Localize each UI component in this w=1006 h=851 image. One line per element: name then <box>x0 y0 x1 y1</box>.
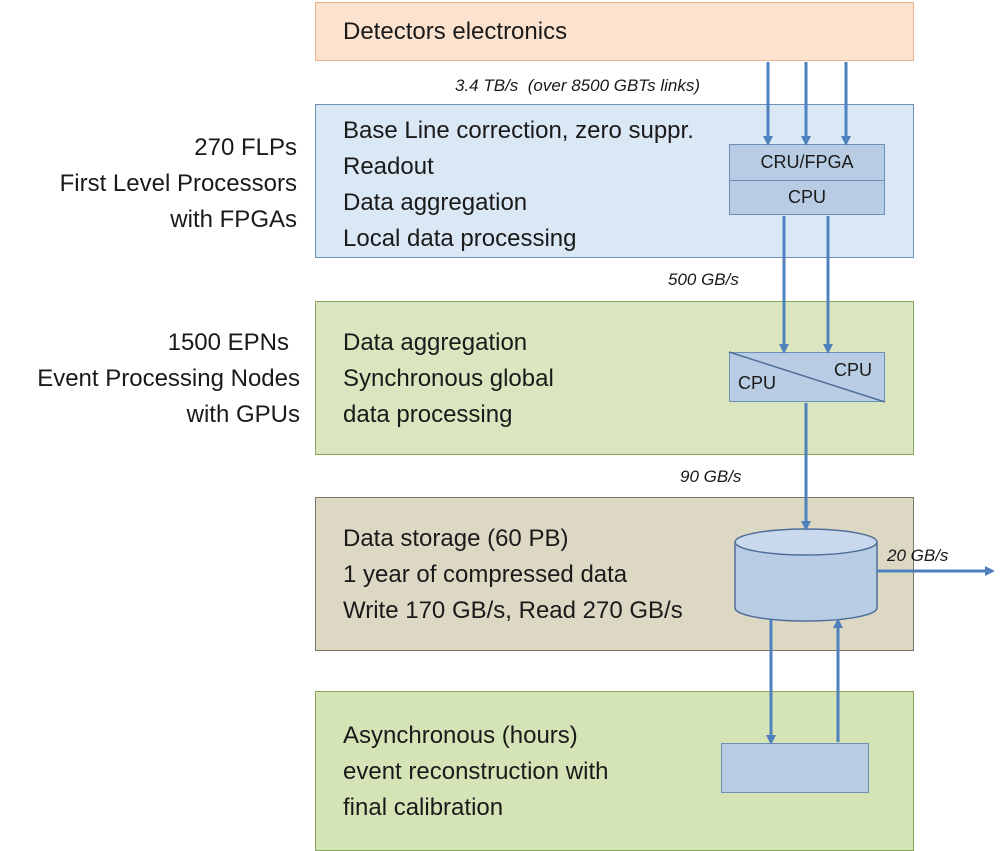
async-line: Asynchronous (hours) <box>343 722 578 749</box>
epn-description: Data aggregation Synchronous global data… <box>343 325 554 433</box>
flp-cpu-label: CPU <box>787 187 826 207</box>
epn-line: Synchronous global <box>343 365 554 392</box>
rate-epn-to-storage: 90 GB/s <box>680 467 742 486</box>
rate-flp-to-epn: 500 GB/s <box>668 270 739 289</box>
epn-cpu-left-label: CPU <box>738 373 777 393</box>
storage-line: 1 year of compressed data <box>343 561 628 588</box>
storage-line: Write 170 GB/s, Read 270 GB/s <box>343 597 683 624</box>
storage-cylinder-icon <box>734 528 878 622</box>
storage-line: Data storage (60 PB) <box>343 525 569 552</box>
storage-description: Data storage (60 PB) 1 year of compresse… <box>343 521 683 629</box>
epn-line: Data aggregation <box>343 329 528 356</box>
flp-side-labels: 270 FLPs First Level Processors with FPG… <box>60 130 297 238</box>
detectors-panel <box>315 2 914 61</box>
detectors-title: Detectors electronics <box>343 18 568 45</box>
epn-line: data processing <box>343 401 513 428</box>
flp-line: Base Line correction, zero suppr. <box>343 117 694 144</box>
async-compute-box <box>721 743 869 793</box>
epn-side-line: with GPUs <box>186 401 300 428</box>
flp-line: Readout <box>343 153 434 180</box>
flp-side-line: with FPGAs <box>170 206 297 233</box>
async-description: Asynchronous (hours) event reconstructio… <box>343 718 608 826</box>
flp-description: Base Line correction, zero suppr. Readou… <box>343 113 694 257</box>
flp-side-line: 270 FLPs <box>194 134 297 161</box>
epn-side-labels: 1500 EPNs Event Processing Nodes with GP… <box>37 325 300 433</box>
epn-cpu-divider <box>728 351 886 403</box>
epn-side-line: Event Processing Nodes <box>37 365 300 392</box>
cru-fpga-label: CRU/FPGA <box>760 152 854 172</box>
async-line: final calibration <box>343 794 504 821</box>
async-line: event reconstruction with <box>343 758 609 785</box>
flp-line: Local data processing <box>343 225 577 252</box>
epn-side-line: 1500 EPNs <box>167 329 289 356</box>
epn-cpu-right-label: CPU <box>834 360 873 380</box>
flp-cpu-box <box>729 180 885 215</box>
rate-detectors-to-flp: 3.4 TB/s (over 8500 GBTs links) <box>455 76 701 95</box>
flp-side-line: First Level Processors <box>59 170 297 197</box>
rate-storage-out: 20 GB/s <box>887 546 949 565</box>
flp-line: Data aggregation <box>343 189 528 216</box>
